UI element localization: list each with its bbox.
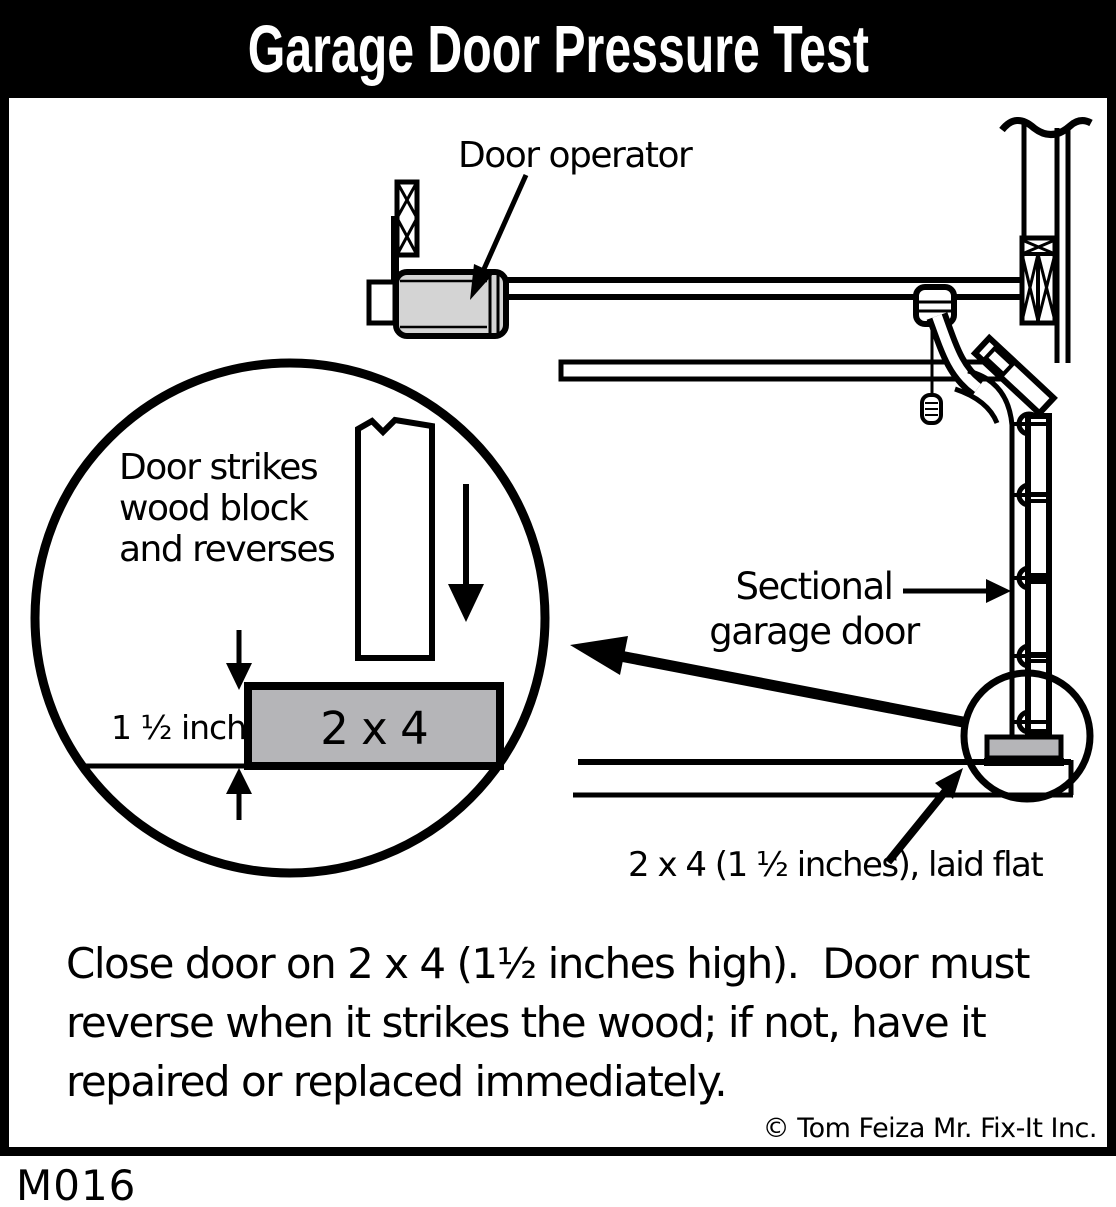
- board-laid-flat-label: 2 x 4 (1 ½ inches), laid flat: [628, 845, 1044, 885]
- detail-down-arrow-large: [448, 484, 484, 622]
- detail-circle-large: [30, 358, 550, 878]
- detail-note-line3: and reverses: [119, 529, 336, 570]
- door-arm: [932, 314, 982, 393]
- door-track: [954, 368, 1015, 737]
- detail-up-arrow: [226, 768, 252, 820]
- trolley-group: [913, 284, 985, 425]
- caption-line3: repaired or replaced immediately.: [66, 1057, 728, 1106]
- detail-note-line2: wood block: [119, 488, 309, 529]
- flag-bracket: [970, 333, 1058, 418]
- title-bar: Garage Door Pressure Test: [0, 0, 1116, 98]
- sectional-door-label-line1: Sectional: [735, 565, 894, 608]
- hanger-bracket: [391, 216, 399, 282]
- detail-circle-small: [960, 669, 1094, 803]
- figure-title: Garage Door Pressure Test: [247, 11, 869, 87]
- figure-caption: Close door on 2 x 4 (1½ inches high). Do…: [66, 934, 1030, 1111]
- detail-wood-block: [244, 682, 504, 770]
- sectional-door: [1014, 411, 1052, 735]
- operator-rear-box: [366, 279, 398, 326]
- cord-handle: [920, 393, 943, 425]
- door-operator-label-arrow: [470, 173, 529, 300]
- detail-note-line1: Door strikes: [119, 447, 319, 488]
- detail-down-arrow-small: [226, 630, 252, 690]
- caption-line2: reverse when it strikes the wood; if not…: [66, 998, 987, 1047]
- hanger-strap: [394, 179, 420, 258]
- sectional-label-arrow: [903, 579, 1011, 603]
- board-height-label: 1 ½ inch: [111, 708, 247, 747]
- figure-id: M016: [16, 1161, 137, 1207]
- wood-block-label: 2 x 4: [320, 702, 429, 755]
- board-under-door: [984, 734, 1064, 766]
- header-lumber-block: [1019, 235, 1058, 326]
- board-label-arrow: [884, 768, 963, 865]
- ceiling-line: [558, 359, 1008, 382]
- door-operator-label: Door operator: [458, 135, 693, 176]
- detail-door-panel: [355, 416, 435, 661]
- caption-line1: Close door on 2 x 4 (1½ inches high). Do…: [66, 939, 1030, 988]
- wall-break-line: [999, 117, 1093, 138]
- wall-framing: [999, 117, 1093, 363]
- sectional-door-label-line2: garage door: [709, 610, 920, 653]
- copyright-notice: © Tom Feiza Mr. Fix-It Inc.: [762, 1113, 1098, 1144]
- magnify-leader-arrow: [570, 636, 970, 729]
